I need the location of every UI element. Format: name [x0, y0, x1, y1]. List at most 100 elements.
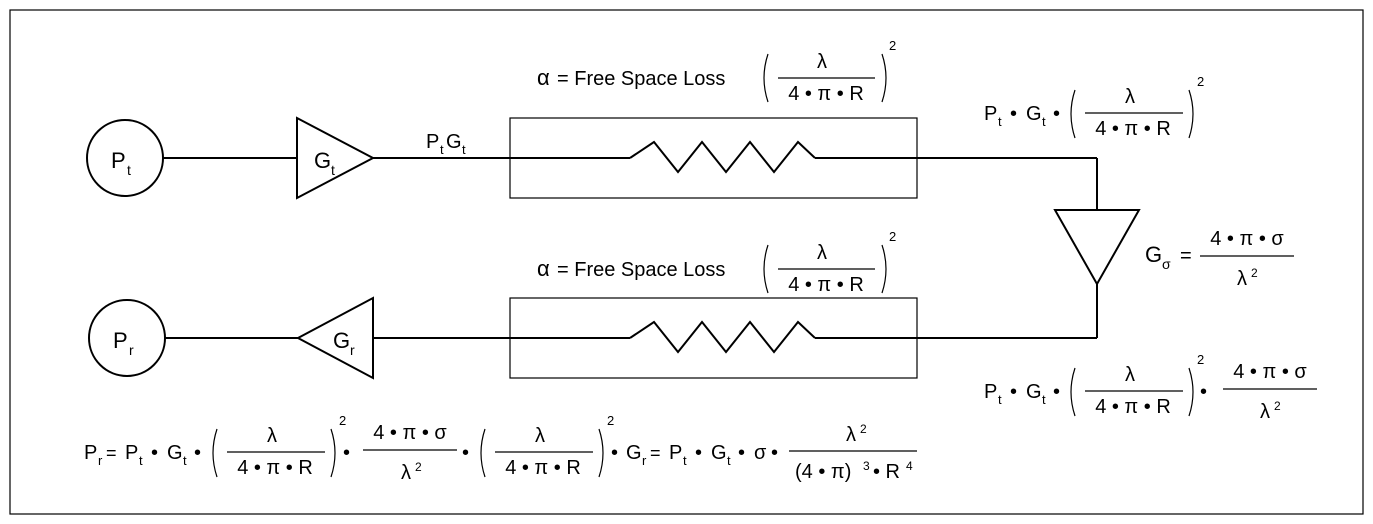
tx-gain-symbol: G [314, 148, 331, 173]
rx-resistor [629, 320, 816, 354]
eq-denominator-2: 4 • π • R [505, 457, 581, 479]
eq-gr: G [626, 442, 642, 464]
target-gain-denominator: λ [1237, 268, 1247, 290]
eq-tail-denominator-exp: 3 [863, 459, 870, 473]
tgp-exponent: 2 [1197, 352, 1204, 367]
rx-loss-denominator: 4 • π • R [788, 274, 864, 296]
transmitter-symbol: P [111, 148, 126, 173]
tgp-g: G [1026, 381, 1042, 403]
tx-loss-denominator: 4 • π • R [788, 83, 864, 105]
rx-loss-exponent: 2 [889, 229, 896, 244]
eq-equals-1: = [106, 443, 117, 463]
tx-loss-text: = Free Space Loss [557, 68, 725, 90]
tgp-dot-3: • [1200, 381, 1207, 403]
eq-lambda-2: λ [535, 425, 545, 447]
tx-loss-label: α = Free Space Loss λ 4 • π • R 2 [537, 38, 896, 105]
rx-loss-label: α = Free Space Loss λ 4 • π • R 2 [537, 229, 896, 296]
eq-lambda-1: λ [267, 425, 277, 447]
txp-p: P [984, 103, 997, 125]
eq-sigma: σ [754, 442, 767, 464]
rx-loss-lparen [763, 244, 769, 294]
tx-gain-amplifier: G t [296, 116, 376, 200]
radar-range-equation: P r = P t • G t • λ 4 • π • R 2 • 4 • π … [84, 413, 917, 484]
rx-gain-amplifier: G r [295, 296, 374, 380]
txp-dot-1: • [1010, 103, 1017, 125]
tgp-dot-2: • [1053, 381, 1060, 403]
txp-rparen [1188, 89, 1194, 139]
eq-denominator-1: 4 • π • R [237, 457, 313, 479]
signal-label: P t G t [426, 131, 466, 157]
receiver-subscript: r [129, 342, 134, 358]
eq-pr: P [84, 442, 97, 464]
eq-exponent-2: 2 [607, 413, 614, 428]
eq-gain-denominator-exp: 2 [415, 460, 422, 474]
eq-dot-6: • [695, 442, 702, 464]
eq-lparen-1 [212, 428, 218, 478]
eq-rparen-1 [330, 428, 336, 478]
receiver-symbol: P [113, 328, 128, 353]
eq-gain-numerator: 4 • π • σ [373, 422, 447, 444]
eq-gt-2-sub: t [727, 453, 731, 468]
target-gain-subscript: σ [1162, 256, 1171, 272]
eq-pt: P [125, 442, 138, 464]
tgp-p: P [984, 381, 997, 403]
tgp-gain-numerator: 4 • π • σ [1233, 361, 1307, 383]
tx-gain-subscript: t [331, 162, 335, 178]
eq-gain-denominator: λ [401, 462, 411, 484]
eq-gr-sub: r [642, 453, 647, 468]
tx-loss-exponent: 2 [889, 38, 896, 53]
eq-tail-r-exp: 4 [906, 459, 913, 473]
txp-lambda: λ [1125, 86, 1135, 108]
tgp-rparen [1188, 367, 1194, 417]
txp-lparen [1070, 89, 1076, 139]
eq-dot-2: • [194, 442, 201, 464]
tx-loss-lambda: λ [817, 51, 827, 73]
eq-tail-denominator: (4 • π) [795, 461, 851, 483]
target-gain-numerator: 4 • π • σ [1210, 228, 1284, 250]
tgp-g-sub: t [1042, 392, 1046, 407]
eq-dot-8: • [771, 442, 778, 464]
eq-dot-5: • [611, 442, 618, 464]
eq-lparen-2 [480, 428, 486, 478]
tx-resistor [629, 140, 816, 174]
eq-equals-2: = [650, 443, 661, 463]
txp-dot-2: • [1053, 103, 1060, 125]
rx-gain-subscript: r [350, 342, 355, 358]
target-gain-symbol: G [1145, 242, 1162, 267]
eq-gt: G [167, 442, 183, 464]
eq-pt-sub: t [139, 453, 143, 468]
eq-tail-lambda: λ [846, 424, 856, 446]
eq-pt-2-sub: t [683, 453, 687, 468]
tx-loss-rparen [881, 53, 887, 103]
eq-rparen-2 [598, 428, 604, 478]
eq-dot-4: • [462, 442, 469, 464]
signal-g: G [446, 131, 462, 153]
transmitter-subscript: t [127, 162, 131, 178]
signal-g-sub: t [462, 142, 466, 157]
eq-pr-sub: r [98, 453, 103, 468]
tgp-lambda: λ [1125, 364, 1135, 386]
transmitter-node: P t [86, 119, 164, 197]
eq-tail-lambda-exp: 2 [860, 422, 867, 436]
eq-dot-1: • [151, 442, 158, 464]
rx-loss-rparen [881, 244, 887, 294]
tgp-lparen [1070, 367, 1076, 417]
target-gain-eq: = [1180, 245, 1192, 267]
tgp-dot-1: • [1010, 381, 1017, 403]
tgp-p-sub: t [998, 392, 1002, 407]
txp-exponent: 2 [1197, 74, 1204, 89]
txp-g: G [1026, 103, 1042, 125]
tx-loss-alpha: α [537, 65, 550, 90]
target-gain-formula: G σ = 4 • π • σ λ 2 [1145, 228, 1294, 290]
tgp-gain-denominator-exp: 2 [1274, 399, 1281, 413]
target-power-formula: P t • G t • λ 4 • π • R 2 • 4 • π • σ λ … [984, 352, 1317, 423]
tx-power-formula: P t • G t • λ 4 • π • R 2 [984, 74, 1204, 140]
txp-g-sub: t [1042, 114, 1046, 129]
txp-p-sub: t [998, 114, 1002, 129]
eq-dot-7: • [738, 442, 745, 464]
eq-pt-2: P [669, 442, 682, 464]
eq-exponent-1: 2 [339, 413, 346, 428]
signal-p-sub: t [440, 142, 444, 157]
